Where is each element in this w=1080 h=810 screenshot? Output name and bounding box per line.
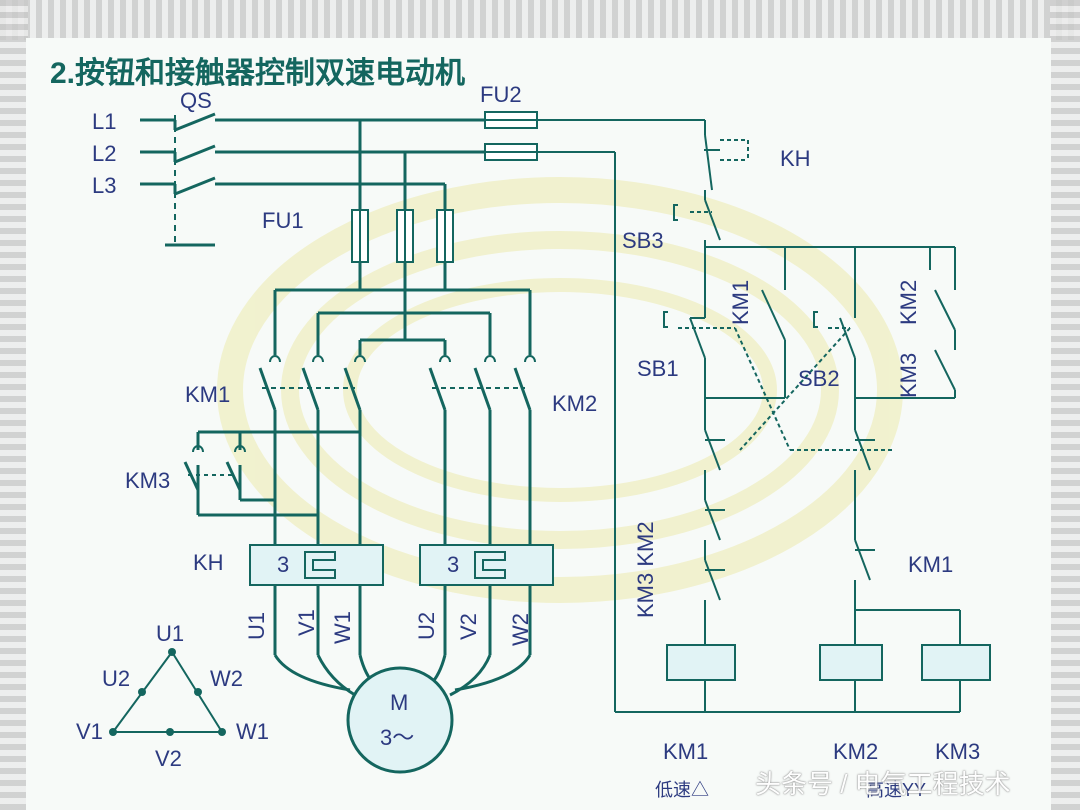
slide-title: 2.按钮和接触器控制双速电动机 xyxy=(50,57,466,90)
label-motor-phase: 3～ xyxy=(380,725,415,750)
label-qs: QS xyxy=(180,88,212,113)
label-sb2: SB2 xyxy=(798,366,840,391)
label-high-speed: 高速YY xyxy=(866,780,927,800)
contactor-coils xyxy=(666,644,991,681)
label-km3-km2-vertical: KM3 KM2 xyxy=(633,521,658,618)
slide-border-right xyxy=(1050,0,1080,810)
label-terminal-u1: U1 xyxy=(244,611,269,640)
label-terminal-w1: W1 xyxy=(330,611,355,644)
label-km3-vertical: KM3 xyxy=(896,352,921,398)
label-fu1: FU1 xyxy=(262,208,304,233)
label-coil-km2: KM2 xyxy=(833,739,879,764)
label-delta-u2: U2 xyxy=(102,666,131,691)
label-coil-km3: KM3 xyxy=(935,739,981,764)
label-km2-main: KM2 xyxy=(552,391,598,416)
label-delta-u1: U1 xyxy=(156,621,185,646)
fu2-fuses xyxy=(484,111,538,161)
delta-winding-diagram xyxy=(111,650,224,733)
label-low-speed: 低速△ xyxy=(655,780,709,800)
label-terminal-w2: W2 xyxy=(508,613,533,646)
label-sb3: SB3 xyxy=(622,228,664,253)
label-kh-main: KH xyxy=(193,550,224,575)
label-l2: L2 xyxy=(92,141,117,166)
control-wiring xyxy=(537,119,961,713)
delta-nodes xyxy=(109,648,226,736)
label-kh-top: KH xyxy=(780,146,811,171)
label-relay-right-number: 3 xyxy=(447,552,460,577)
label-km1-vertical: KM1 xyxy=(728,279,753,325)
label-terminal-u2: U2 xyxy=(414,611,439,640)
watermark-text: 头条号 / 电气工程技术 xyxy=(755,769,1011,799)
label-terminal-v2: V2 xyxy=(456,613,481,640)
contact-heads xyxy=(192,355,536,453)
label-km3-main: KM3 xyxy=(125,468,171,493)
label-km1-right: KM1 xyxy=(908,552,954,577)
label-sb1: SB1 xyxy=(637,356,679,381)
label-l1: L1 xyxy=(92,109,117,134)
background-swirl xyxy=(217,177,903,603)
label-terminal-v1: V1 xyxy=(294,609,319,636)
label-delta-v1: V1 xyxy=(76,719,103,744)
label-delta-w2: W2 xyxy=(210,666,243,691)
label-km2-vertical: KM2 xyxy=(896,279,921,325)
motor-circle xyxy=(346,666,454,774)
slide-border-top xyxy=(0,0,1080,40)
kh-thermal-relays xyxy=(249,544,554,586)
label-coil-km1: KM1 xyxy=(663,739,709,764)
label-km1-main: KM1 xyxy=(185,382,231,407)
power-wiring xyxy=(140,112,532,697)
label-l3: L3 xyxy=(92,173,117,198)
label-relay-left-number: 3 xyxy=(277,552,290,577)
label-motor-m: M xyxy=(390,690,409,715)
label-fu2: FU2 xyxy=(480,82,522,107)
slide-border-left xyxy=(0,0,28,810)
label-delta-v2: V2 xyxy=(155,746,182,771)
label-delta-w1: W1 xyxy=(236,719,269,744)
fu1-fuses xyxy=(351,209,454,263)
